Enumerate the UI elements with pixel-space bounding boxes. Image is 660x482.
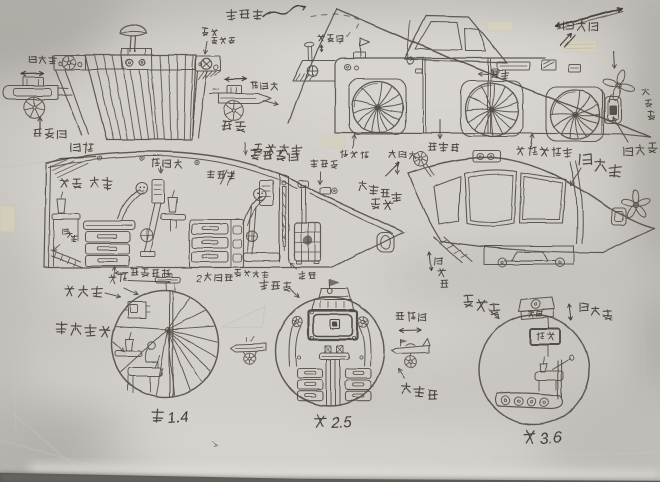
svg-text:1.4: 1.4 — [167, 409, 189, 427]
svg-text:3.6: 3.6 — [539, 430, 562, 448]
svg-text:2.5: 2.5 — [329, 414, 352, 432]
svg-text:2: 2 — [196, 274, 203, 285]
